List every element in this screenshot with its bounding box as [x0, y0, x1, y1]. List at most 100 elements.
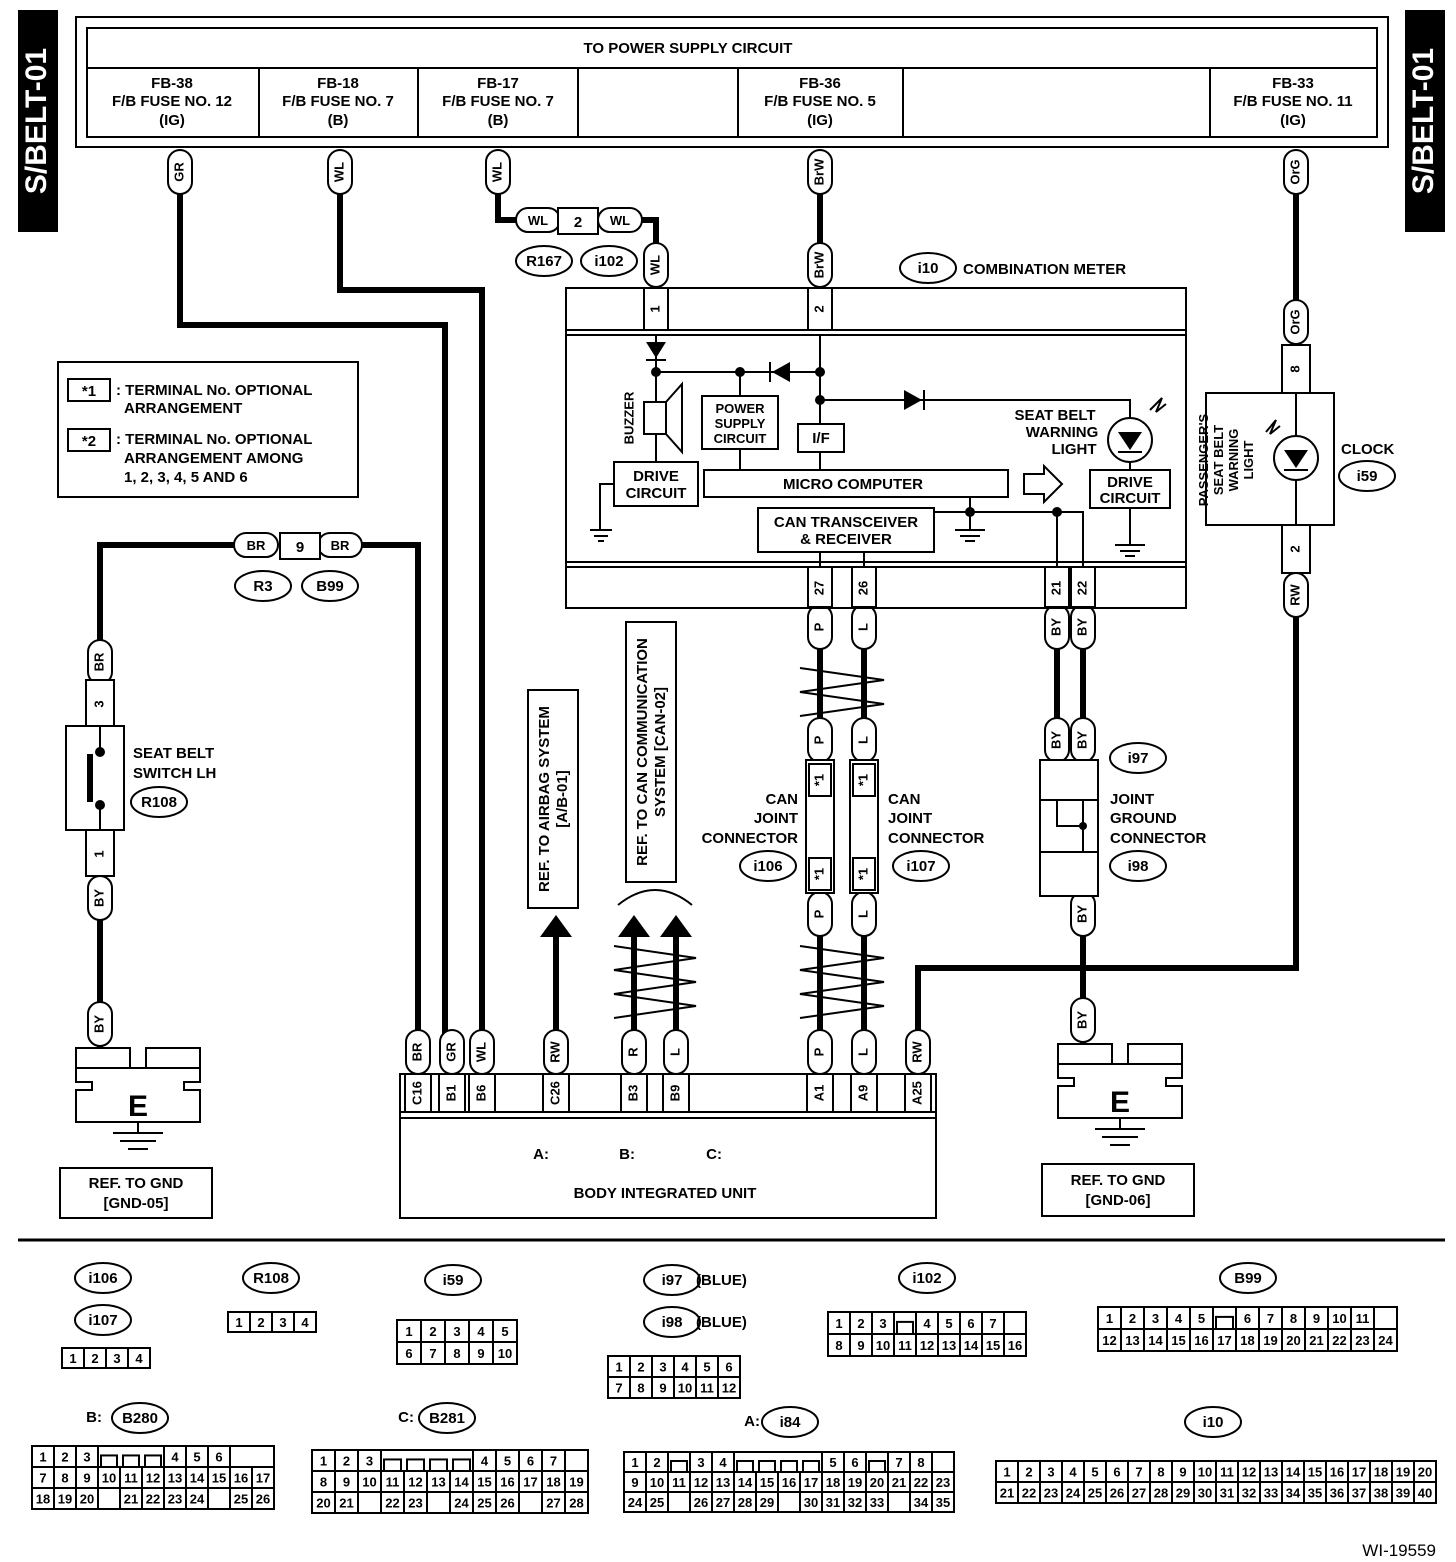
connector-id: i102: [580, 245, 638, 277]
svg-text:i98: i98: [1128, 858, 1149, 875]
connector-id: B280: [111, 1402, 169, 1434]
svg-text:15: 15: [212, 1471, 226, 1486]
svg-text:i59: i59: [1357, 468, 1378, 485]
connector-id: i107: [892, 850, 950, 882]
svg-text:1: 1: [320, 1454, 327, 1469]
clock-unit: 8 2 PASSENGER'S SEAT BELT WARNING LIGHT …: [1196, 344, 1394, 574]
ref-can: REF. TO CAN COMMUNICATION SYSTEM [CAN-02…: [625, 621, 677, 883]
wire-color-label: WL: [515, 207, 561, 233]
svg-text:15: 15: [1308, 1465, 1322, 1480]
svg-text:17: 17: [523, 1475, 537, 1490]
svg-text:8: 8: [637, 1381, 644, 1396]
svg-text:28: 28: [1154, 1486, 1168, 1501]
svg-text:1: 1: [631, 1455, 638, 1470]
svg-text:6: 6: [851, 1455, 858, 1470]
connector-id: i98: [643, 1306, 701, 1338]
svg-text:I/F: I/F: [812, 430, 830, 447]
svg-text:9: 9: [659, 1381, 666, 1396]
svg-text:16: 16: [234, 1471, 248, 1486]
wire-color-label: R: [621, 1029, 647, 1075]
svg-text:1: 1: [647, 305, 662, 312]
svg-text:7: 7: [429, 1346, 436, 1361]
svg-text:BY: BY: [91, 889, 106, 907]
svg-text:E: E: [128, 1090, 148, 1123]
svg-text:i107: i107: [906, 858, 935, 875]
svg-text:RW: RW: [1287, 584, 1302, 606]
terminal-star1: *1: [852, 857, 876, 891]
svg-text:& RECEIVER: & RECEIVER: [800, 531, 892, 548]
svg-text:22: 22: [1332, 1333, 1346, 1348]
svg-text:17: 17: [1217, 1333, 1231, 1348]
svg-text:4: 4: [923, 1316, 931, 1331]
svg-text:5: 5: [1091, 1465, 1098, 1480]
wire-color-label: P: [807, 604, 833, 650]
svg-text:15: 15: [986, 1338, 1000, 1353]
svg-text:12: 12: [408, 1475, 422, 1490]
biu-pin: B6: [468, 1073, 496, 1113]
svg-text:WL: WL: [647, 255, 662, 275]
svg-text:5: 5: [1198, 1311, 1205, 1326]
seat-belt-switch: 3 1 SEAT BELT SWITCH LH: [65, 679, 216, 877]
svg-text:[A/B-01]: [A/B-01]: [554, 770, 571, 828]
svg-text:7: 7: [1267, 1311, 1274, 1326]
svg-text:4: 4: [481, 1454, 489, 1469]
svg-text:19: 19: [848, 1475, 862, 1490]
svg-text:14: 14: [190, 1471, 205, 1486]
svg-text:20: 20: [316, 1496, 330, 1511]
svg-text:WL: WL: [610, 213, 630, 228]
svg-text:9: 9: [83, 1471, 90, 1486]
svg-text:2: 2: [1025, 1465, 1032, 1480]
terminal-star1: *1: [808, 763, 832, 797]
biu-pin: B3: [620, 1073, 648, 1113]
svg-text:21: 21: [1048, 581, 1063, 595]
svg-text:10: 10: [650, 1475, 664, 1490]
svg-text:4: 4: [1069, 1465, 1077, 1480]
svg-text:11: 11: [386, 1475, 400, 1490]
wire-color-label: WL: [643, 242, 669, 288]
svg-text:8: 8: [835, 1338, 842, 1353]
svg-text:14: 14: [1286, 1465, 1301, 1480]
svg-text:CONNECTOR: CONNECTOR: [1110, 830, 1207, 847]
wire-color-label: BR: [405, 1029, 431, 1075]
svg-text:5: 5: [501, 1324, 508, 1339]
svg-text:7: 7: [895, 1455, 902, 1470]
fuse-name: F/B FUSE NO. 12: [112, 93, 232, 110]
fuse-mode: (B): [488, 112, 509, 129]
svg-text:1: 1: [69, 1351, 76, 1366]
connector-id: i102: [898, 1262, 956, 1294]
biu-label: BODY INTEGRATED UNIT: [574, 1185, 757, 1202]
connector-id: i84: [761, 1406, 819, 1438]
wire-color-label: P: [807, 717, 833, 763]
svg-text:28: 28: [569, 1496, 583, 1511]
svg-text:[GND-06]: [GND-06]: [1085, 1192, 1150, 1209]
svg-text:C26: C26: [547, 1081, 562, 1105]
svg-text:27: 27: [811, 581, 826, 595]
svg-text:30: 30: [804, 1495, 818, 1510]
wire-color-label: BR: [87, 639, 113, 685]
clock-label: CLOCK: [1341, 441, 1394, 458]
svg-text:10: 10: [102, 1471, 116, 1486]
svg-text:10: 10: [362, 1475, 376, 1490]
svg-text:SEAT BELT: SEAT BELT: [133, 745, 214, 762]
svg-text:4: 4: [301, 1315, 309, 1330]
svg-text:6: 6: [405, 1346, 412, 1361]
svg-text:B9: B9: [667, 1085, 682, 1102]
svg-text:9: 9: [1179, 1465, 1186, 1480]
svg-text:1: 1: [1003, 1465, 1010, 1480]
splice-wl: 2: [557, 207, 599, 235]
svg-text:25: 25: [650, 1495, 664, 1510]
svg-text:WL: WL: [528, 213, 548, 228]
svg-text:7: 7: [1135, 1465, 1142, 1480]
fuse-name: F/B FUSE NO. 7: [282, 93, 394, 110]
connector-id: i10: [899, 252, 957, 284]
svg-text:16: 16: [1008, 1338, 1022, 1353]
connector-id: R167: [515, 245, 573, 277]
svg-text:BY: BY: [1074, 905, 1089, 923]
svg-text:R167: R167: [526, 253, 562, 270]
svg-text:15: 15: [760, 1475, 774, 1490]
svg-text:C:: C:: [706, 1146, 722, 1163]
svg-text:17: 17: [256, 1471, 270, 1486]
